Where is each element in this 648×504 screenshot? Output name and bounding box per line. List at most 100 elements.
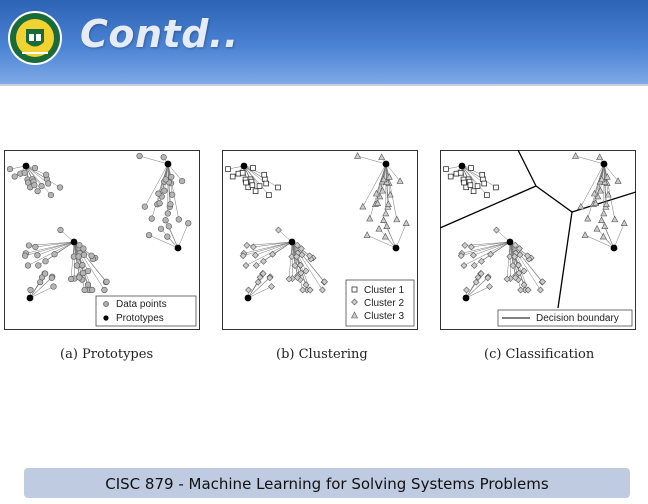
data-point: [89, 286, 96, 294]
data-point: [511, 274, 519, 281]
data-point: [514, 261, 522, 269]
data-point: [318, 286, 326, 294]
prototype-point: [240, 162, 248, 170]
data-point: [34, 252, 41, 259]
prototype-point: [22, 162, 30, 170]
data-point: [291, 262, 299, 269]
connector-line: [471, 241, 511, 248]
data-point: [472, 278, 480, 286]
data-point: [266, 192, 272, 198]
data-point: [249, 243, 257, 251]
data-point: [47, 191, 55, 199]
figure-panel-classification: Decision boundary: [440, 150, 636, 330]
circle-black-icon: [103, 315, 109, 321]
data-point: [477, 270, 485, 278]
panel-caption-b: (b) Clustering: [276, 347, 368, 362]
connector-line: [25, 165, 52, 196]
data-point: [243, 179, 249, 186]
data-point: [463, 286, 470, 294]
data-point: [461, 242, 469, 249]
data-point: [27, 286, 34, 294]
data-point: [457, 252, 465, 260]
data-point: [516, 251, 524, 259]
data-point: [145, 232, 153, 239]
data-point: [470, 262, 478, 269]
legend-label: Cluster 1: [364, 285, 404, 296]
legend-box: [497, 309, 633, 327]
data-point: [285, 275, 293, 283]
data-point: [381, 232, 389, 240]
data-point: [590, 189, 598, 197]
connector-line: [461, 241, 511, 254]
connector-line: [509, 241, 516, 278]
data-point: [51, 251, 58, 258]
connector-line: [461, 165, 497, 188]
connector-line: [587, 163, 605, 219]
prototype-point: [174, 244, 182, 252]
data-point: [43, 171, 50, 178]
data-point: [31, 182, 38, 189]
decision-boundary: [440, 150, 636, 309]
data-point: [509, 262, 517, 269]
data-point: [161, 187, 168, 194]
connector-line: [473, 241, 511, 256]
data-point: [385, 173, 393, 180]
data-point: [599, 232, 607, 240]
connector-line: [25, 241, 75, 254]
connector-line: [73, 241, 80, 278]
data-point: [384, 200, 392, 207]
title-bar: [0, 0, 648, 84]
data-point: [81, 286, 88, 294]
connector-line: [465, 277, 488, 299]
data-point: [611, 215, 619, 223]
data-point: [239, 252, 247, 260]
connector-line: [603, 163, 616, 220]
footer-bar: CISC 879 - Machine Learning for Solving …: [24, 468, 630, 498]
data-point: [536, 286, 544, 294]
data-point: [372, 189, 380, 197]
data-point: [383, 222, 391, 230]
data-point: [524, 286, 532, 294]
data-point: [601, 222, 609, 230]
data-point: [503, 275, 511, 283]
legend-label: Prototypes: [116, 313, 164, 324]
prototypes-plot: Data points Prototypes: [4, 150, 200, 330]
connector-line: [395, 223, 407, 249]
data-point: [457, 170, 464, 176]
panel-caption-c: (c) Classification: [484, 347, 595, 362]
data-point: [486, 283, 493, 291]
data-point: [539, 278, 546, 286]
prototype-point: [288, 238, 296, 246]
data-point: [297, 245, 305, 253]
connector-line: [613, 223, 625, 249]
diamond-icon: [351, 298, 358, 306]
data-point: [245, 286, 252, 294]
data-point: [229, 173, 236, 180]
data-point: [363, 231, 371, 238]
connector-line: [245, 241, 293, 266]
connector-line: [603, 163, 619, 182]
data-point: [261, 171, 267, 178]
data-point: [165, 223, 172, 230]
data-point: [592, 199, 600, 206]
data-point: [268, 283, 275, 291]
data-point: [506, 253, 514, 261]
data-point: [302, 267, 310, 275]
clustering-plot: Cluster 1 Cluster 2 Cluster 3: [222, 150, 418, 330]
data-point: [468, 165, 474, 171]
connector-line: [247, 286, 272, 299]
connector-line: [291, 241, 298, 278]
figure-panel-clustering: Cluster 1 Cluster 2 Cluster 3: [222, 150, 418, 330]
data-point: [396, 177, 404, 184]
data-point: [402, 219, 410, 226]
data-point: [175, 216, 182, 223]
data-point: [461, 179, 467, 186]
legend-label: Decision boundary: [536, 313, 619, 324]
connector-line: [385, 163, 401, 182]
data-point: [45, 180, 52, 187]
data-point: [375, 224, 383, 232]
data-point: [84, 281, 92, 288]
data-point: [484, 274, 492, 282]
connector-line: [29, 286, 54, 299]
square-icon: [351, 286, 358, 293]
